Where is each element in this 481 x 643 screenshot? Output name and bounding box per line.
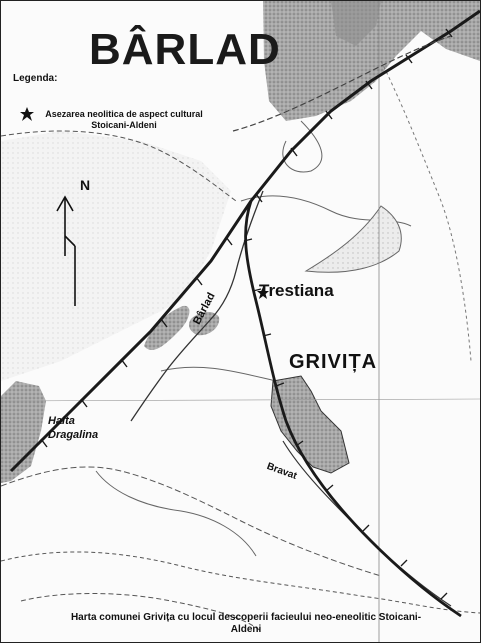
halta-area <box>1 381 46 483</box>
grid-line-horizontal <box>1 398 480 402</box>
place-label-halta-dragalina: Halta Dragalina <box>48 414 98 442</box>
railway-branch-ticks <box>243 238 448 600</box>
road-upper <box>232 35 452 132</box>
map-caption: Harta comunei Grivița cu locul descoperi… <box>70 612 422 635</box>
legend-heading: Legenda: <box>13 73 58 84</box>
map-title: BÂRLAD <box>89 25 281 74</box>
barlad-urban-area <box>263 1 480 121</box>
barlad-river <box>130 190 264 422</box>
north-label: N <box>80 177 91 193</box>
contour-1 <box>1 130 237 202</box>
railway-main <box>9 9 480 473</box>
legend-item-text: Asezarea neolitica de aspect cultural St… <box>45 109 203 130</box>
place-label-grivita: GRIVIȚA <box>289 351 378 373</box>
contour-8 <box>380 60 472 362</box>
contour-9 <box>95 470 257 557</box>
place-label-trestiana: Trestiana <box>259 281 334 300</box>
trestiana-site-star-icon <box>257 287 269 299</box>
contour-10 <box>20 593 262 632</box>
contour-4 <box>282 120 323 173</box>
railway-branch <box>244 200 462 618</box>
legend-star-icon <box>20 107 34 121</box>
grivita-village-area <box>270 375 350 474</box>
halta-line-1: Halta <box>48 415 75 427</box>
contour-6 <box>160 366 277 382</box>
barlad-urban-area-2 <box>331 1 381 46</box>
contour-3 <box>304 205 402 273</box>
contour-7 <box>1 551 480 614</box>
pond-1 <box>144 305 190 350</box>
railway-main-ticks <box>40 28 453 448</box>
floodplain-area <box>1 131 231 381</box>
north-arrow-icon <box>56 195 76 306</box>
contour-5 <box>1 466 382 577</box>
halta-line-2: Dragalina <box>48 429 99 441</box>
